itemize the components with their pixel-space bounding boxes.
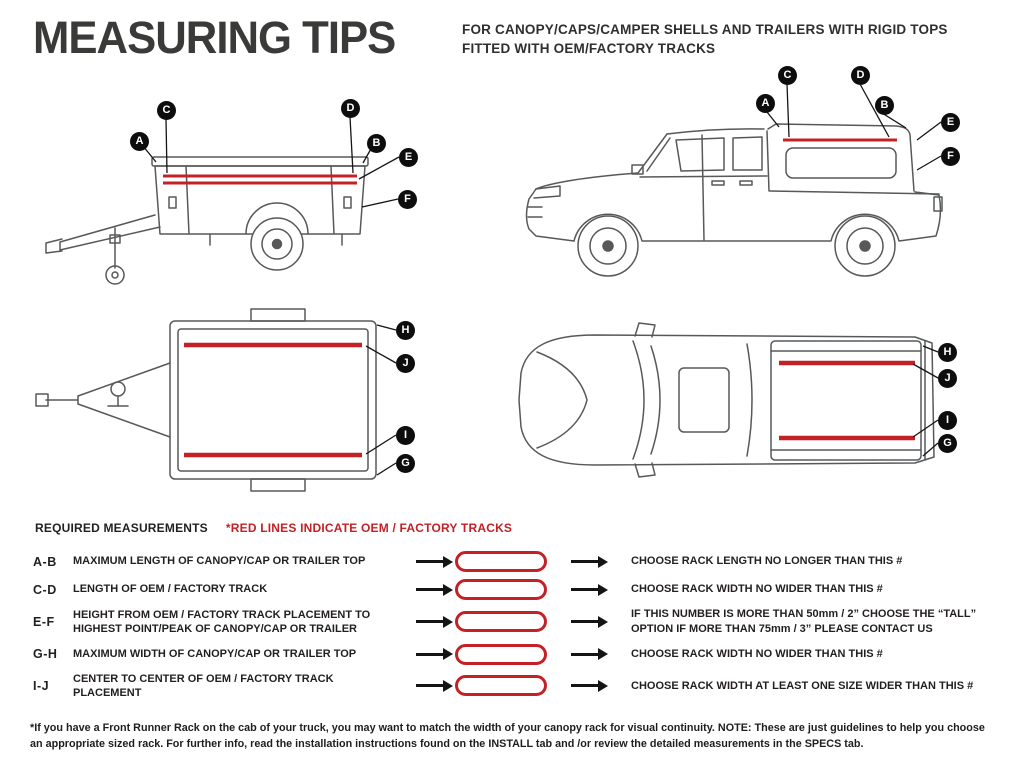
truck-top-drawing [518,322,939,478]
badge-truck-top-g: G [938,434,957,453]
required-measurements-label: REQUIRED MEASUREMENTS [35,521,208,535]
trailer-top-art [35,308,377,492]
measurement-writein-pill [455,579,547,600]
measurement-guidance: CHOOSE RACK WIDTH NO WIDER THAN THIS # [631,583,883,596]
measurement-table: A-B MAXIMUM LENGTH OF CANOPY/CAP OR TRAI… [33,551,993,707]
truck-side-view-diagram: A C D B E F [490,65,990,305]
arrow-right-icon [571,652,599,656]
arrow-right-icon [571,588,599,591]
measurement-key: C-D [33,582,57,597]
measurement-guidance: CHOOSE RACK LENGTH NO LONGER THAN THIS # [631,555,903,568]
badge-trailer-side-b: B [367,134,386,153]
badge-trailer-side-f: F [398,190,417,209]
badge-truck-top-i: I [938,411,957,430]
arrow-right-icon [571,560,599,563]
badge-truck-side-e: E [941,113,960,132]
arrow-right-icon [416,652,444,656]
badge-trailer-side-d: D [341,99,360,118]
footnote-text: *If you have a Front Runner Rack on the … [30,722,985,750]
badge-truck-side-a: A [756,94,775,113]
badge-trailer-side-e: E [399,148,418,167]
measurement-guidance: CHOOSE RACK WIDTH NO WIDER THAN THIS # [631,647,883,660]
measurement-writein-pill [455,675,547,697]
trailer-side-factory-track-lines [163,174,357,185]
measurement-writein-pill [455,611,547,633]
arrow-right-icon [571,620,599,624]
measurement-guidance: CHOOSE RACK WIDTH AT LEAST ONE SIZE WIDE… [631,679,974,692]
trailer-side-art [45,156,369,285]
truck-top-art [518,322,935,478]
badge-truck-side-b: B [875,96,894,115]
measurement-key: A-B [33,554,57,569]
trailer-side-drawing [45,116,400,285]
measurement-row-ef: E-F HEIGHT FROM OEM / FACTORY TRACK PLAC… [33,607,993,637]
badge-trailer-side-a: A [130,132,149,151]
trailer-top-factory-track-lines [184,342,362,458]
arrow-right-icon [416,620,444,624]
measurement-description: LENGTH OF OEM / FACTORY TRACK [73,583,268,596]
measurement-description: MAXIMUM WIDTH OF CANOPY/CAP OR TRAILER T… [73,648,357,661]
measurement-key: I-J [33,678,50,693]
page-subtitle-line2: FITTED WITH OEM/FACTORY TRACKS [462,40,716,56]
truck-top-view-diagram: H J I G [495,308,985,493]
measurement-description: HEIGHT FROM OEM / FACTORY TRACK PLACEMEN… [73,608,371,635]
arrow-right-icon [416,560,444,563]
truck-side-leader-lines [766,83,942,171]
arrow-right-icon [571,684,599,688]
arrow-right-icon [416,588,444,591]
page-subtitle-line1: FOR CANOPY/CAPS/CAMPER SHELLS AND TRAILE… [462,22,948,37]
badge-trailer-top-j: J [396,354,415,373]
page-subtitle: FOR CANOPY/CAPS/CAMPER SHELLS AND TRAILE… [462,21,1002,59]
measurement-writein-pill [455,643,547,665]
badge-trailer-top-h: H [396,321,415,340]
badge-truck-side-f: F [941,147,960,166]
truck-top-leader-lines [912,345,939,457]
trailer-top-view-diagram: H J I G [20,305,450,500]
measurement-description: MAXIMUM LENGTH OF CANOPY/CAP OR TRAILER … [73,555,366,568]
measurement-row-ij: I-J CENTER TO CENTER OF OEM / FACTORY TR… [33,672,993,701]
truck-side-drawing [525,83,943,277]
badge-truck-top-j: J [938,369,957,388]
measurement-guidance: IF THIS NUMBER IS MORE THAN 50mm / 2” CH… [631,608,977,635]
arrow-right-icon [416,684,444,688]
trailer-top-leader-lines [365,324,397,476]
badge-trailer-top-g: G [396,454,415,473]
legend-row: REQUIRED MEASUREMENTS *RED LINES INDICAT… [35,521,512,535]
truck-side-art [525,123,943,277]
badge-truck-side-c: C [778,66,797,85]
trailer-side-leader-lines [142,116,400,208]
measurement-row-cd: C-D LENGTH OF OEM / FACTORY TRACK CHOOSE… [33,579,993,600]
page-title: MEASURING TIPS [33,12,396,63]
truck-top-factory-track-lines [779,360,915,441]
red-lines-note: *RED LINES INDICATE OEM / FACTORY TRACKS [225,521,513,535]
trailer-side-view-diagram: A C D B E F [20,85,450,300]
measurement-key: G-H [33,647,58,662]
badge-truck-top-h: H [938,343,957,362]
measurement-key: E-F [33,614,55,629]
trailer-top-drawing [35,308,397,492]
measurement-writein-pill [455,551,547,572]
measurement-row-gh: G-H MAXIMUM WIDTH OF CANOPY/CAP OR TRAIL… [33,643,993,665]
measurement-row-ab: A-B MAXIMUM LENGTH OF CANOPY/CAP OR TRAI… [33,551,993,572]
badge-trailer-top-i: I [396,426,415,445]
badge-truck-side-d: D [851,66,870,85]
measurement-description: CENTER TO CENTER OF OEM / FACTORY TRACK … [73,672,334,699]
badge-trailer-side-c: C [157,101,176,120]
